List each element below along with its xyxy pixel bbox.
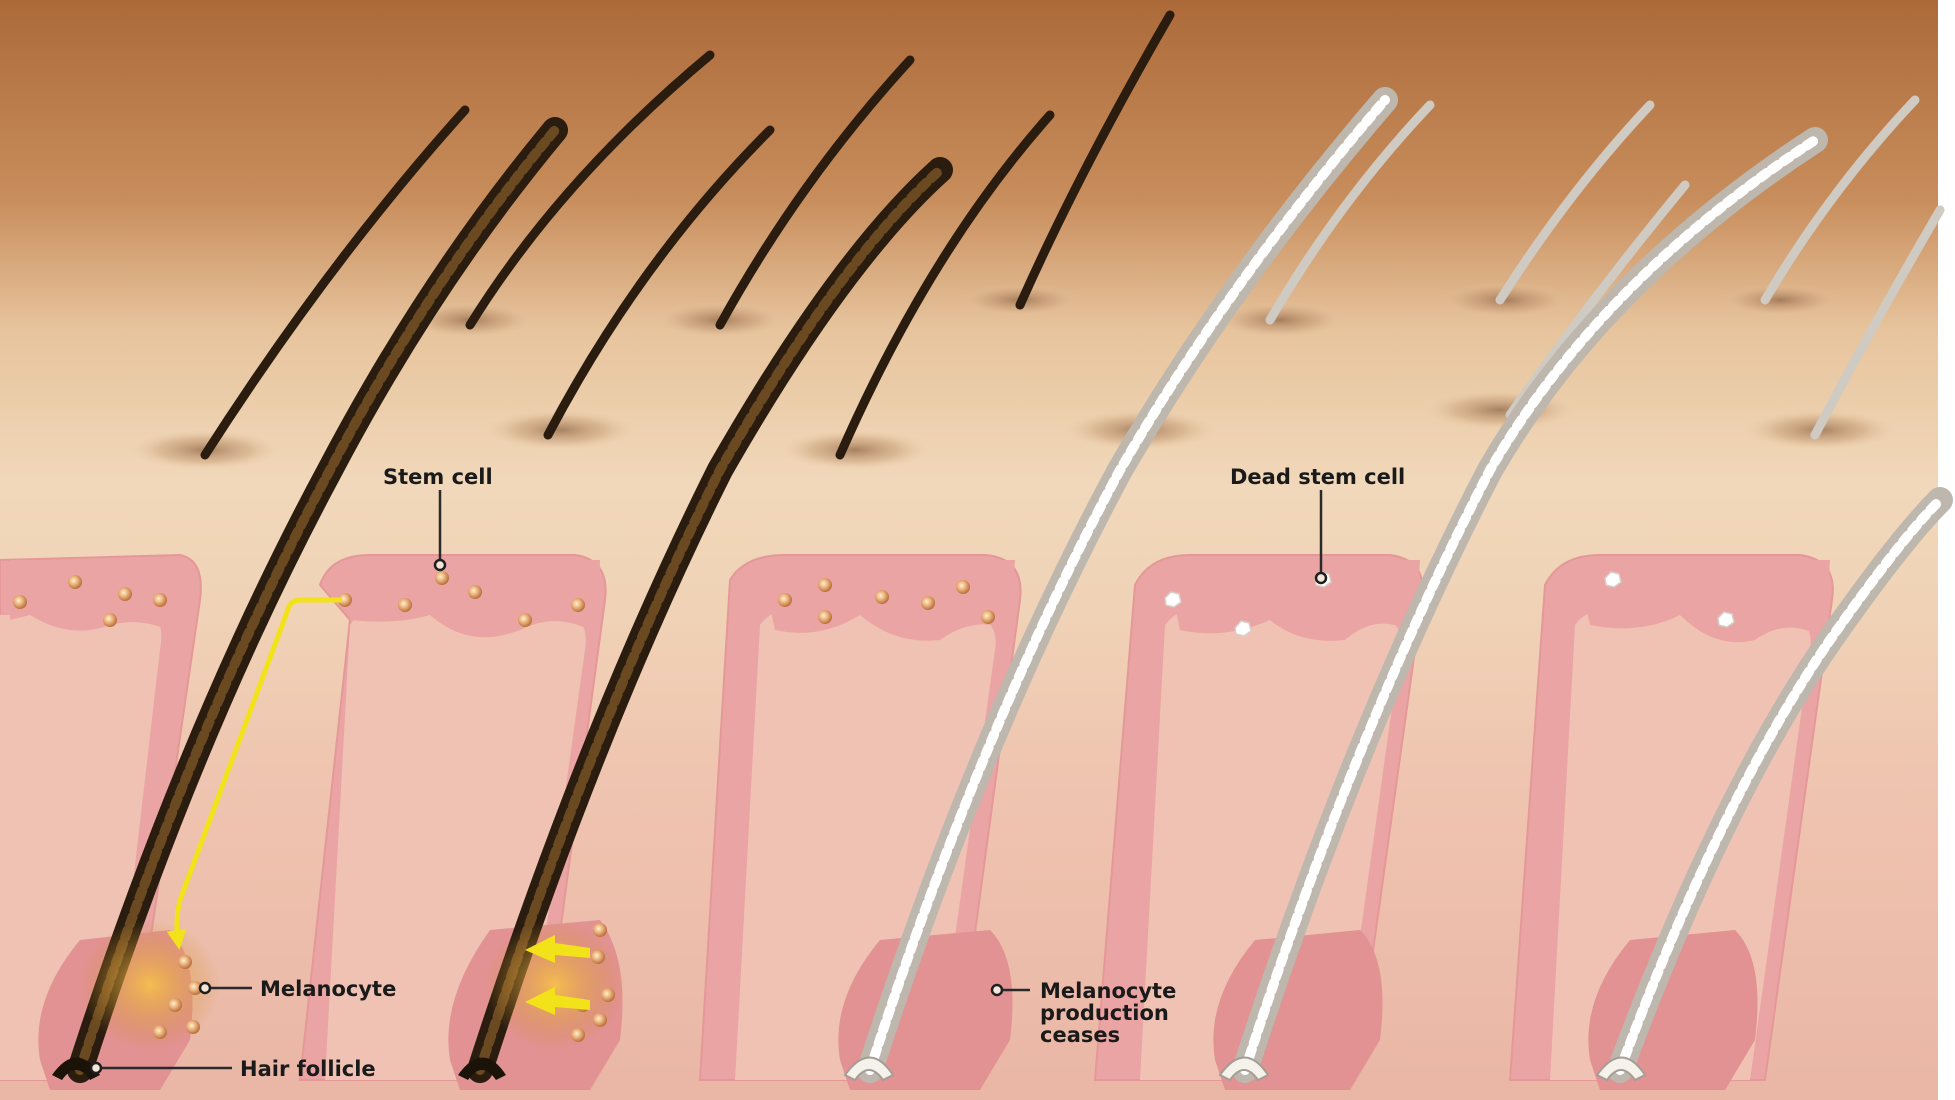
label-hair-follicle: Hair follicle: [240, 1057, 376, 1081]
label-melanocyte: Melanocyte: [260, 977, 396, 1001]
label-stem-cell: Stem cell: [383, 465, 493, 489]
label-dead-stem-cell: Dead stem cell: [1230, 465, 1405, 489]
label-melanocyte-production-line2: production: [1040, 1001, 1169, 1025]
label-melanocyte-production-line1: Melanocyte: [1040, 979, 1176, 1003]
label-melanocyte-production-line3: ceases: [1040, 1023, 1120, 1047]
right-edge: [1938, 0, 1955, 1100]
